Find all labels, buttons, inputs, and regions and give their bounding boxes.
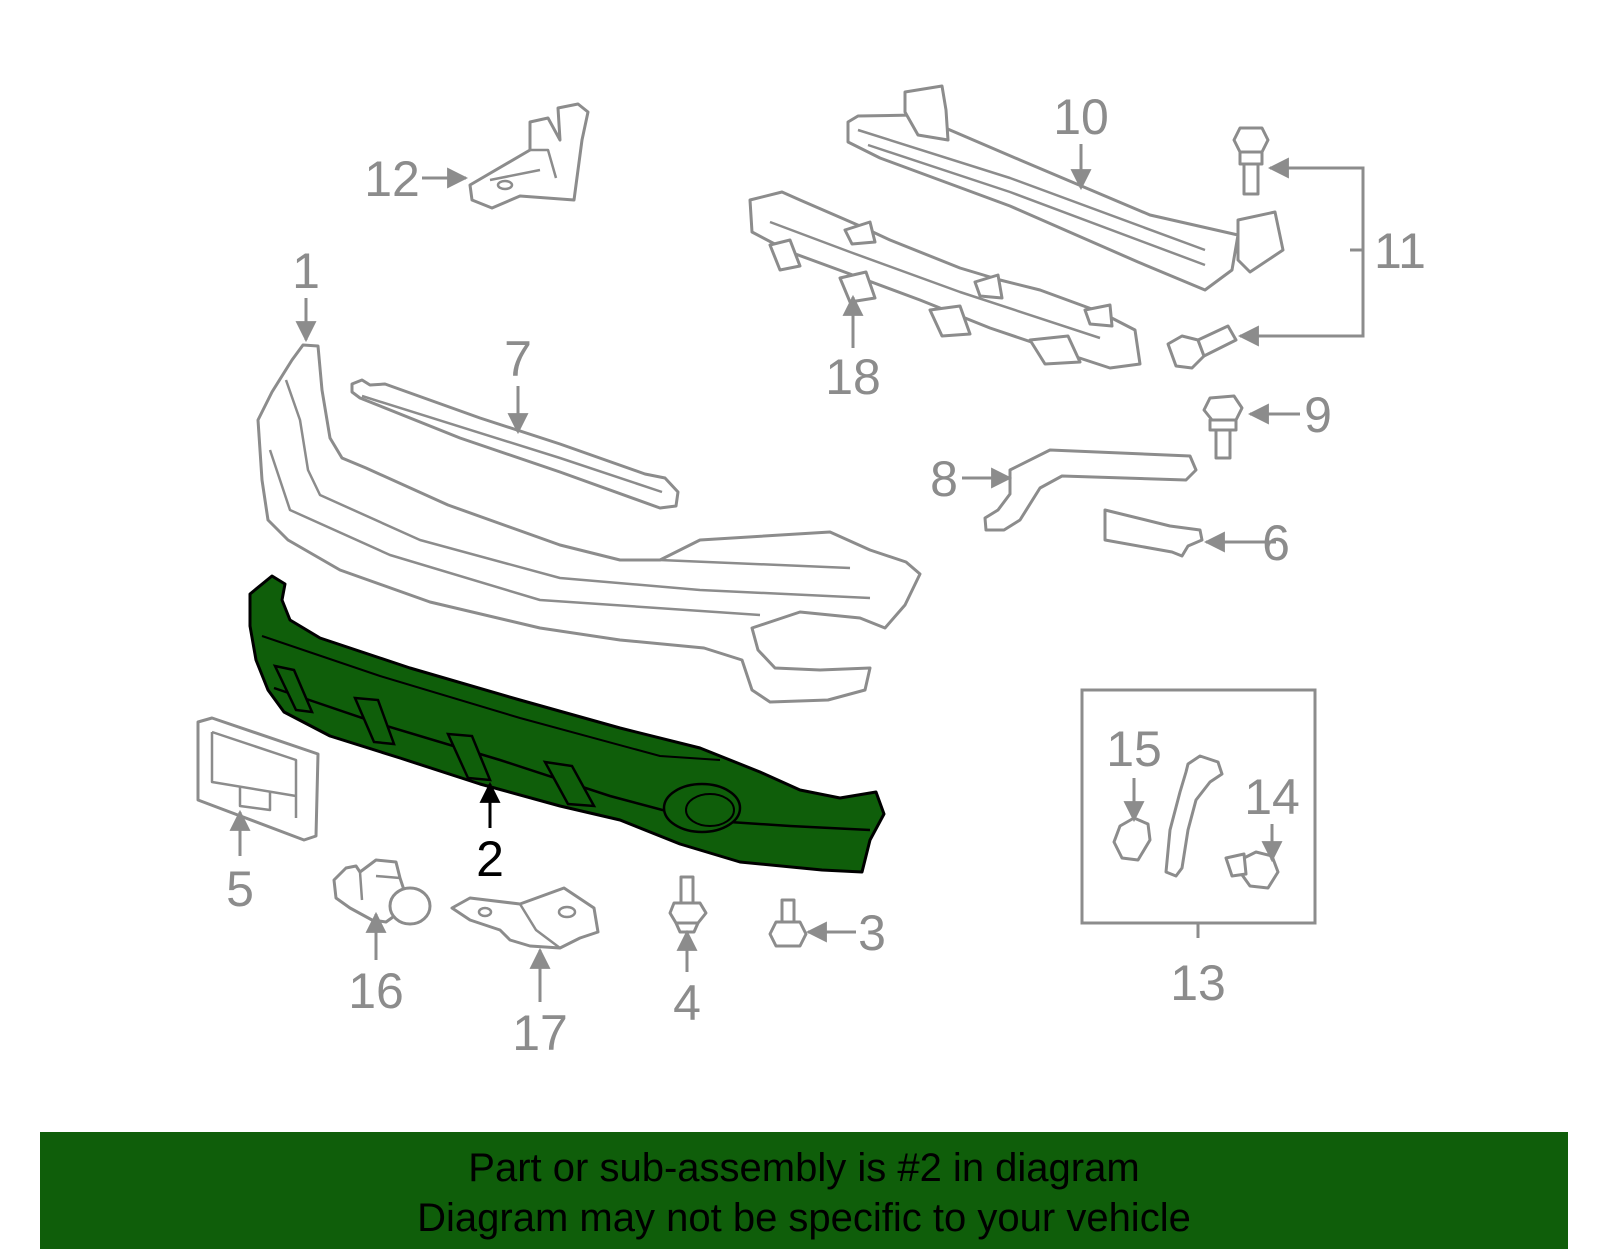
part-9-bolt[interactable] [1202,394,1244,460]
part-3-bolt[interactable] [768,898,808,948]
callout-labels: 1 2 3 4 5 6 7 8 9 10 11 12 13 14 15 16 1… [226,89,1426,1061]
part-18-absorber[interactable] [748,190,1142,370]
callout-16: 16 [348,963,404,1019]
callout-10: 10 [1053,89,1109,145]
parts-diagram: 1 2 3 4 5 6 7 8 9 10 11 12 13 14 15 16 1… [196,84,1426,1061]
part-6-clip[interactable] [1103,508,1204,558]
part-12-bracket[interactable] [468,102,590,210]
part-11-bolt-lower[interactable] [1166,324,1238,370]
part-13-kit-box[interactable] [1080,688,1317,925]
callout-8: 8 [930,451,958,507]
callout-11: 11 [1374,223,1426,279]
callout-12: 12 [364,151,420,207]
callout-7: 7 [504,331,532,387]
callout-2: 2 [476,831,504,887]
banner-line-2: Diagram may not be specific to your vehi… [417,1196,1191,1240]
part-17-bracket[interactable] [450,886,600,950]
callout-13: 13 [1170,955,1226,1011]
callout-3: 3 [858,905,886,961]
leader-lines [229,144,1365,1002]
callout-1: 1 [292,243,320,299]
part-11-bolt-top[interactable] [1232,126,1270,196]
part-4-bolt[interactable] [668,875,708,934]
callout-17: 17 [512,1005,568,1061]
callout-9: 9 [1304,387,1332,443]
part-1-bumper-cover[interactable] [256,343,922,704]
callout-14: 14 [1244,769,1300,825]
banner-line-1: Part or sub-assembly is #2 in diagram [468,1146,1140,1190]
part-10-reinforcement[interactable] [846,84,1285,292]
callout-5: 5 [226,861,254,917]
part-8-bracket[interactable] [983,448,1198,532]
part-5-license-bracket[interactable] [196,716,320,842]
callout-18: 18 [825,349,881,405]
callout-6: 6 [1262,515,1290,571]
part-16-sensor[interactable] [332,858,432,926]
part-2-lower-valance[interactable] [248,574,886,874]
callout-15: 15 [1106,721,1162,777]
callout-4: 4 [673,975,701,1031]
info-banner: Part or sub-assembly is #2 in diagram Di… [40,1132,1568,1249]
part-7-trim-strip[interactable] [350,378,680,510]
